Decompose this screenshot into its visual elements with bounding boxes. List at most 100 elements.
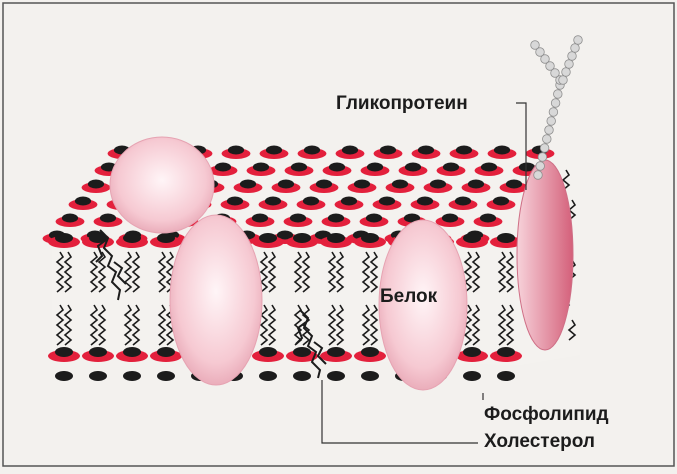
bottom-head-0-cap <box>55 347 73 357</box>
bottom-cap-8 <box>327 371 345 381</box>
top-head-r2-10-cap <box>468 180 484 189</box>
sugar-bead-9 <box>554 90 563 99</box>
top-head-r2-5-cap <box>278 180 294 189</box>
cholesterol-label: Холестерол <box>484 431 595 453</box>
top-head-r1-10-cap <box>481 163 497 172</box>
bottom-head-3-cap <box>157 347 175 357</box>
top-head-r1-8-cap <box>405 163 421 172</box>
top-head-r4-10-cap <box>442 214 458 223</box>
top-head-r3-11-cap <box>493 197 509 206</box>
sugar-bead-5 <box>545 126 554 135</box>
protein-front-left <box>170 215 262 385</box>
top-head-r2-6-cap <box>316 180 332 189</box>
sugar-bead-18 <box>562 68 571 77</box>
front-head-3-cap <box>157 233 175 243</box>
bottom-head-2-cap <box>123 347 141 357</box>
bottom-head-6-cap <box>259 347 277 357</box>
top-head-r3-7-cap <box>341 197 357 206</box>
top-head-r2-11-cap <box>506 180 522 189</box>
top-head-r4-11-cap <box>480 214 496 223</box>
front-head-12-cap <box>463 233 481 243</box>
top-head-r0-3-cap <box>228 146 244 155</box>
top-head-r0-8 <box>412 146 441 160</box>
top-head-r0-5-cap <box>304 146 320 155</box>
top-head-r3-10-cap <box>455 197 471 206</box>
bottom-head-12-cap <box>463 347 481 357</box>
bottom-cap-2 <box>123 371 141 381</box>
bottom-head-9-cap <box>361 347 379 357</box>
bottom-head-8-cap <box>327 347 345 357</box>
sugar-bead-22 <box>574 36 583 45</box>
top-head-r0-9 <box>450 146 479 160</box>
sugar-bead-17 <box>559 76 568 85</box>
top-head-r1-4-cap <box>253 163 269 172</box>
top-head-r0-8-cap <box>418 146 434 155</box>
top-head-r2-7-cap <box>354 180 370 189</box>
sugar-bead-1 <box>536 162 545 171</box>
sugar-bead-7 <box>549 108 558 117</box>
top-head-r0-10-cap <box>494 146 510 155</box>
top-head-r3-0-cap <box>75 197 91 206</box>
front-head-13-cap <box>497 233 515 243</box>
top-head-r3-9-cap <box>417 197 433 206</box>
top-head-r3-5-cap <box>265 197 281 206</box>
bottom-head-1-cap <box>89 347 107 357</box>
top-head-r0-10 <box>488 146 517 160</box>
front-head-0-cap <box>55 233 73 243</box>
bottom-head-13-cap <box>497 347 515 357</box>
sugar-bead-2 <box>538 153 547 162</box>
bottom-cap-6 <box>259 371 277 381</box>
top-head-r1-5-cap <box>291 163 307 172</box>
top-head-r4-6-cap <box>290 214 306 223</box>
front-head-9-cap <box>361 233 379 243</box>
top-head-r2-4-cap <box>240 180 256 189</box>
bottom-cap-12 <box>463 371 481 381</box>
top-head-r0-4-cap <box>266 146 282 155</box>
sugar-bead-20 <box>568 52 577 61</box>
sugar-bead-8 <box>551 99 560 108</box>
bottom-cap-7 <box>293 371 311 381</box>
bottom-cap-3 <box>157 371 175 381</box>
top-head-r4-5-cap <box>252 214 268 223</box>
top-head-r0-4 <box>260 146 289 160</box>
top-head-r1-7-cap <box>367 163 383 172</box>
phospholipid-label: Фосфолипид <box>484 404 609 426</box>
front-head-7-cap <box>293 233 311 243</box>
top-head-r3-4-cap <box>227 197 243 206</box>
front-head-8-cap <box>327 233 345 243</box>
top-head-r3-8-cap <box>379 197 395 206</box>
top-head-r0-6-cap <box>342 146 358 155</box>
sugar-bead-19 <box>565 60 574 69</box>
top-head-r2-0-cap <box>88 180 104 189</box>
protein-back-ellipse <box>110 137 214 233</box>
top-head-r1-9-cap <box>443 163 459 172</box>
sugar-bead-4 <box>543 135 552 144</box>
sugar-bead-16 <box>531 41 540 50</box>
top-head-r0-6 <box>336 146 365 160</box>
sugar-bead-21 <box>571 44 580 53</box>
front-head-2-cap <box>123 233 141 243</box>
top-head-r0-3 <box>222 146 251 160</box>
top-head-r4-8-cap <box>366 214 382 223</box>
sugar-bead-0 <box>534 171 543 180</box>
bottom-cap-9 <box>361 371 379 381</box>
top-head-r0-7-cap <box>380 146 396 155</box>
top-head-r4-0-cap <box>62 214 78 223</box>
sugar-bead-6 <box>547 117 556 126</box>
top-head-r0-5 <box>298 146 327 160</box>
protein-label: Белок <box>380 286 437 308</box>
top-head-r4-7-cap <box>328 214 344 223</box>
top-head-r3-6-cap <box>303 197 319 206</box>
cholesterol-leader <box>322 380 478 443</box>
glycoprotein-label: Гликопротеин <box>336 93 468 115</box>
top-head-r0-9-cap <box>456 146 472 155</box>
bottom-cap-1 <box>89 371 107 381</box>
top-head-r2-9-cap <box>430 180 446 189</box>
bottom-head-7-cap <box>293 347 311 357</box>
top-head-r4-1-cap <box>100 214 116 223</box>
top-head-r1-6-cap <box>329 163 345 172</box>
bottom-cap-0 <box>55 371 73 381</box>
bottom-cap-13 <box>497 371 515 381</box>
